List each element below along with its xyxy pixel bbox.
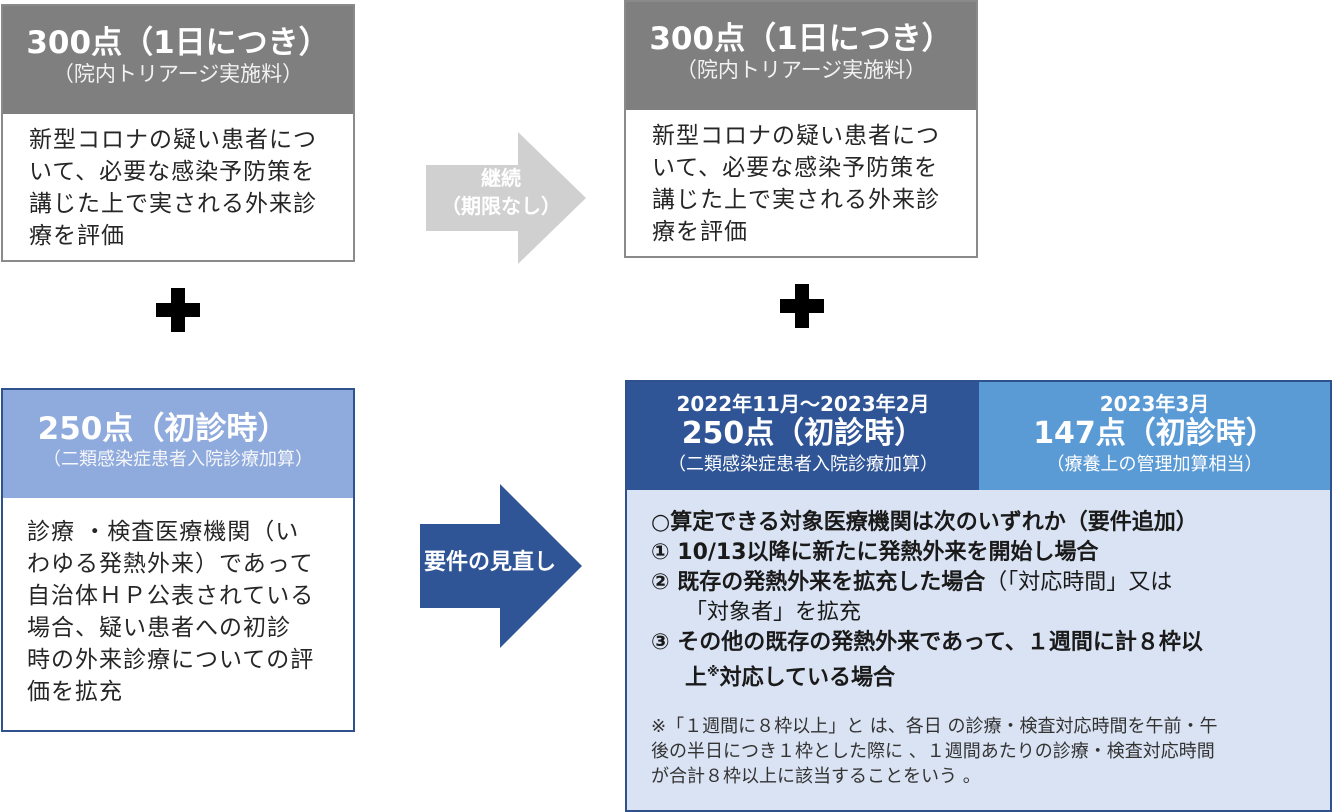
plus-icon [780,284,824,328]
requirement-item-2: ② 既存の発熱外来を拡充した場合（「対応時間」又は [651,568,1321,598]
requirement-item-3-line2b: 対応している場合 [719,665,895,691]
requirement-item-2-cont: 「対象者」を拡充 [685,600,862,625]
period-2-subtitle: （療養上の管理加算相当） [1046,454,1263,475]
top-left-line: 講じた上で実される外来診 [29,191,317,217]
period-1-header: 2022年11月～2023年2月 250点（初診時） （二類感染症患者入院診療加… [627,382,979,490]
requirement-item-2-bold: ② 既存の発熱外来を拡充した場合 [651,570,986,595]
top-right-line: いて、必要な感染予防策を [652,155,939,181]
requirement-item-2-normal: （「対応時間」又は [985,570,1173,595]
requirements-list: ○算定できる対象医療機関は次のいずれか（要件追加） ① 10/13以降に新たに発… [651,508,1321,693]
period-2-date: 2023年3月 [1099,392,1210,416]
review-arrow-shape [420,484,582,648]
bottom-left-line: 場合、疑い患者への初診 [27,615,291,641]
footnote: ※「１週間に８枠以上」と は、各日 の診療・検査対応時間を午前・午 後の半日につ… [651,714,1321,789]
bottom-left-line: 時の外来診療についての評 [27,647,315,673]
bottom-left-box: 250点（初診時） （二類感染症患者入院診療加算） 診療 ・検査医療機関（い わ… [1,388,355,732]
plus-icon-v [171,288,185,332]
bottom-left-header: 250点（初診時） （二類感染症患者入院診療加算） [3,390,353,498]
top-left-points: 300点（1日につき） [26,25,330,61]
top-left-body: 新型コロナの疑い患者につ いて、必要な感染予防策を 講じた上で実される外来診 療… [3,114,353,252]
top-right-subtitle: （院内トリアージ実施料） [675,58,927,82]
plus-icon-v [795,284,809,328]
bottom-left-points: 250点（初診時） [37,411,289,447]
continue-arrow [426,132,586,264]
continue-arrow-shape [426,132,586,264]
period-2-header: 2023年3月 147点（初診時） （療養上の管理加算相当） [979,382,1330,490]
footnote-line: ※「１週間に８枠以上」と は、各日 の診療・検査対応時間を午前・午 [651,716,1218,737]
top-right-box: 300点（1日につき） （院内トリアージ実施料） 新型コロナの疑い患者につ いて… [624,0,978,258]
top-left-box: 300点（1日につき） （院内トリアージ実施料） 新型コロナの疑い患者につ いて… [1,4,355,262]
top-left-line: いて、必要な感染予防策を [29,159,316,185]
plus-icon [156,288,200,332]
bottom-left-body: 診療 ・検査医療機関（い わゆる発熱外来）であって 自治体ＨＰ公表されている 場… [3,498,353,708]
bottom-left-line: 価を拡充 [27,679,123,705]
period-1-points: 250点（初診時） [681,416,925,451]
review-arrow [420,484,582,648]
continue-arrow-label: 継続 （期限なし） [426,164,576,220]
period-1-subtitle: （二類感染症患者入院診療加算） [668,454,938,475]
top-right-body: 新型コロナの疑い患者につ いて、必要な感染予防策を 講じた上で実される外来診 療… [626,110,976,248]
bottom-left-line: 自治体ＨＰ公表されている [27,583,315,609]
top-right-line: 新型コロナの疑い患者につ [652,123,940,149]
top-right-line: 講じた上で実される外来診 [652,187,940,213]
period-1-date: 2022年11月～2023年2月 [676,392,930,416]
top-right-header: 300点（1日につき） （院内トリアージ実施料） [626,2,976,110]
requirement-item-3-line2: 上※対応している場合 [651,658,1321,693]
continue-arrow-line1: 継続 [481,166,521,190]
review-arrow-label: 要件の見直し [424,550,557,575]
continue-arrow-line2: （期限なし） [441,194,561,218]
top-left-line: 新型コロナの疑い患者につ [29,127,317,153]
footnote-line: 後の半日につき１枠とした際に 、１週間あたりの診療・検査対応時間 [651,741,1215,762]
requirements-heading: ○算定できる対象医療機関は次のいずれか（要件追加） [651,510,1198,535]
period-2-points: 147点（初診時） [1033,416,1276,451]
bottom-left-line: 診療 ・検査医療機関（い [27,519,300,545]
bottom-left-line: わゆる発熱外来）であって [27,551,314,577]
top-right-line: 療を評価 [652,219,748,245]
footnote-line: が合計８枠以上に該当することをいう 。 [651,766,981,787]
top-right-points: 300点（1日につき） [649,21,953,57]
top-left-header: 300点（1日につき） （院内トリアージ実施料） [3,6,353,114]
footnote-mark: ※ [707,665,720,680]
top-left-line: 療を評価 [29,223,125,249]
top-left-subtitle: （院内トリアージ実施料） [52,62,304,86]
bottom-left-subtitle: （二類感染症患者入院診療加算） [43,449,313,470]
requirement-item-3-line1: ③ その他の既存の発熱外来であって、１週間に計８枠以 [651,630,1203,655]
requirement-item-3-line2a: 上 [685,665,708,691]
requirement-item-1: ① 10/13以降に新たに発熱外来を開始し場合 [651,540,1099,565]
bottom-right-panel: 2022年11月～2023年2月 250点（初診時） （二類感染症患者入院診療加… [625,380,1332,812]
